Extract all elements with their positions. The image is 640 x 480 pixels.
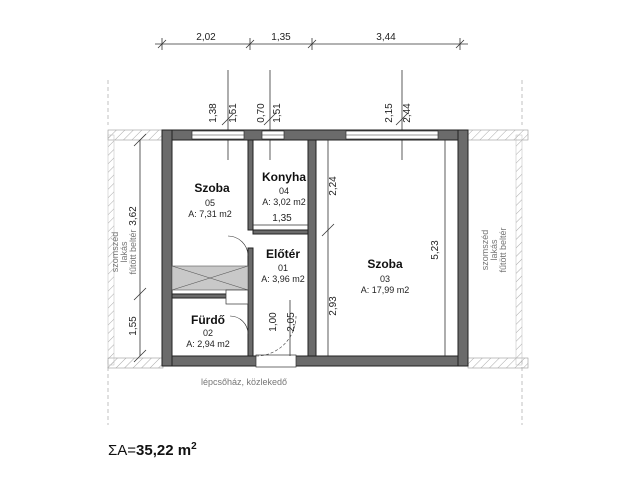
room-konyha-04: Konyha 04 A: 3,02 m2 [262,170,306,207]
dim-top-1: 2,02 [196,32,216,43]
room-number: 01 [278,263,288,273]
dim-left-1: 3,62 [128,206,139,226]
room-area: A: 3,96 m2 [261,274,305,284]
dim-window-2: 1,51 [228,103,239,123]
room-area: A: 7,31 m2 [188,209,232,219]
room-number: 04 [279,186,289,196]
svg-text:fűtött beltér: fűtött beltér [128,229,138,274]
svg-text:szomszéd: szomszéd [480,230,490,271]
total-area: ΣA=35,22 m2 [108,441,197,459]
room-name: Előtér [266,247,300,261]
dim-inner-6: 2,05 [286,312,297,332]
total-sup: 2 [191,441,197,452]
svg-text:szomszéd: szomszéd [110,232,120,273]
room-furdo-02: Fürdő 02 A: 2,94 m2 [186,313,230,349]
svg-text:lakás: lakás [119,241,129,263]
room-name: Szoba [367,257,403,271]
window-dimension-labels: 1,38 1,51 0,70 1,51 2,15 2,44 [208,103,413,123]
dim-inner-1: 2,24 [328,176,339,196]
room-name: Fürdő [191,313,225,327]
neighbor-right-label: szomszéd lakás fűtött beltér [480,227,508,272]
room-area: A: 2,94 m2 [186,339,230,349]
dim-top-2: 1,35 [271,32,291,43]
dim-window-5: 2,15 [384,103,395,123]
dim-window-6: 2,44 [402,103,413,123]
total-value: 35,22 m [136,442,191,459]
room-szoba-03: Szoba 03 A: 17,99 m2 [361,257,410,295]
extension-lines [107,70,523,425]
svg-text:lakás: lakás [489,239,499,261]
room-eloter-01: Előtér 01 A: 3,96 m2 [261,247,305,284]
dim-window-4: 1,51 [272,103,283,123]
dim-inner-5: 1,00 [268,312,279,332]
room-number: 02 [203,328,213,338]
dim-inner-2: 1,35 [272,213,292,224]
svg-text:fűtött beltér: fűtött beltér [498,227,508,272]
dim-inner-4: 5,23 [430,240,441,260]
room-area: A: 17,99 m2 [361,285,410,295]
dim-top-3: 3,44 [376,32,396,43]
neighbor-left-label: szomszéd lakás fűtött beltér [110,229,138,274]
inner-dimensions: 2,24 1,35 2,93 5,23 1,00 2,05 [253,140,446,356]
svg-text:ΣA=35,22 m2: ΣA=35,22 m2 [108,441,197,459]
room-szoba-05: Szoba 05 A: 7,31 m2 [188,181,232,219]
total-prefix: ΣA= [108,442,136,459]
dim-left-2: 1,55 [128,316,139,336]
top-dimension-chain: 2,02 1,35 3,44 [155,32,468,50]
room-name: Konyha [262,170,306,184]
room-name: Szoba [194,181,230,195]
neighbor-bottom-label: lépcsőház, közlekedő [201,377,287,387]
left-dimension-chain: 3,62 1,55 [128,133,147,363]
dim-inner-3: 2,93 [328,296,339,316]
dim-window-3: 0,70 [256,103,267,123]
room-number: 05 [205,198,215,208]
room-area: A: 3,02 m2 [262,197,306,207]
walls [161,129,469,368]
room-number: 03 [380,274,390,284]
dim-window-1: 1,38 [208,103,219,123]
